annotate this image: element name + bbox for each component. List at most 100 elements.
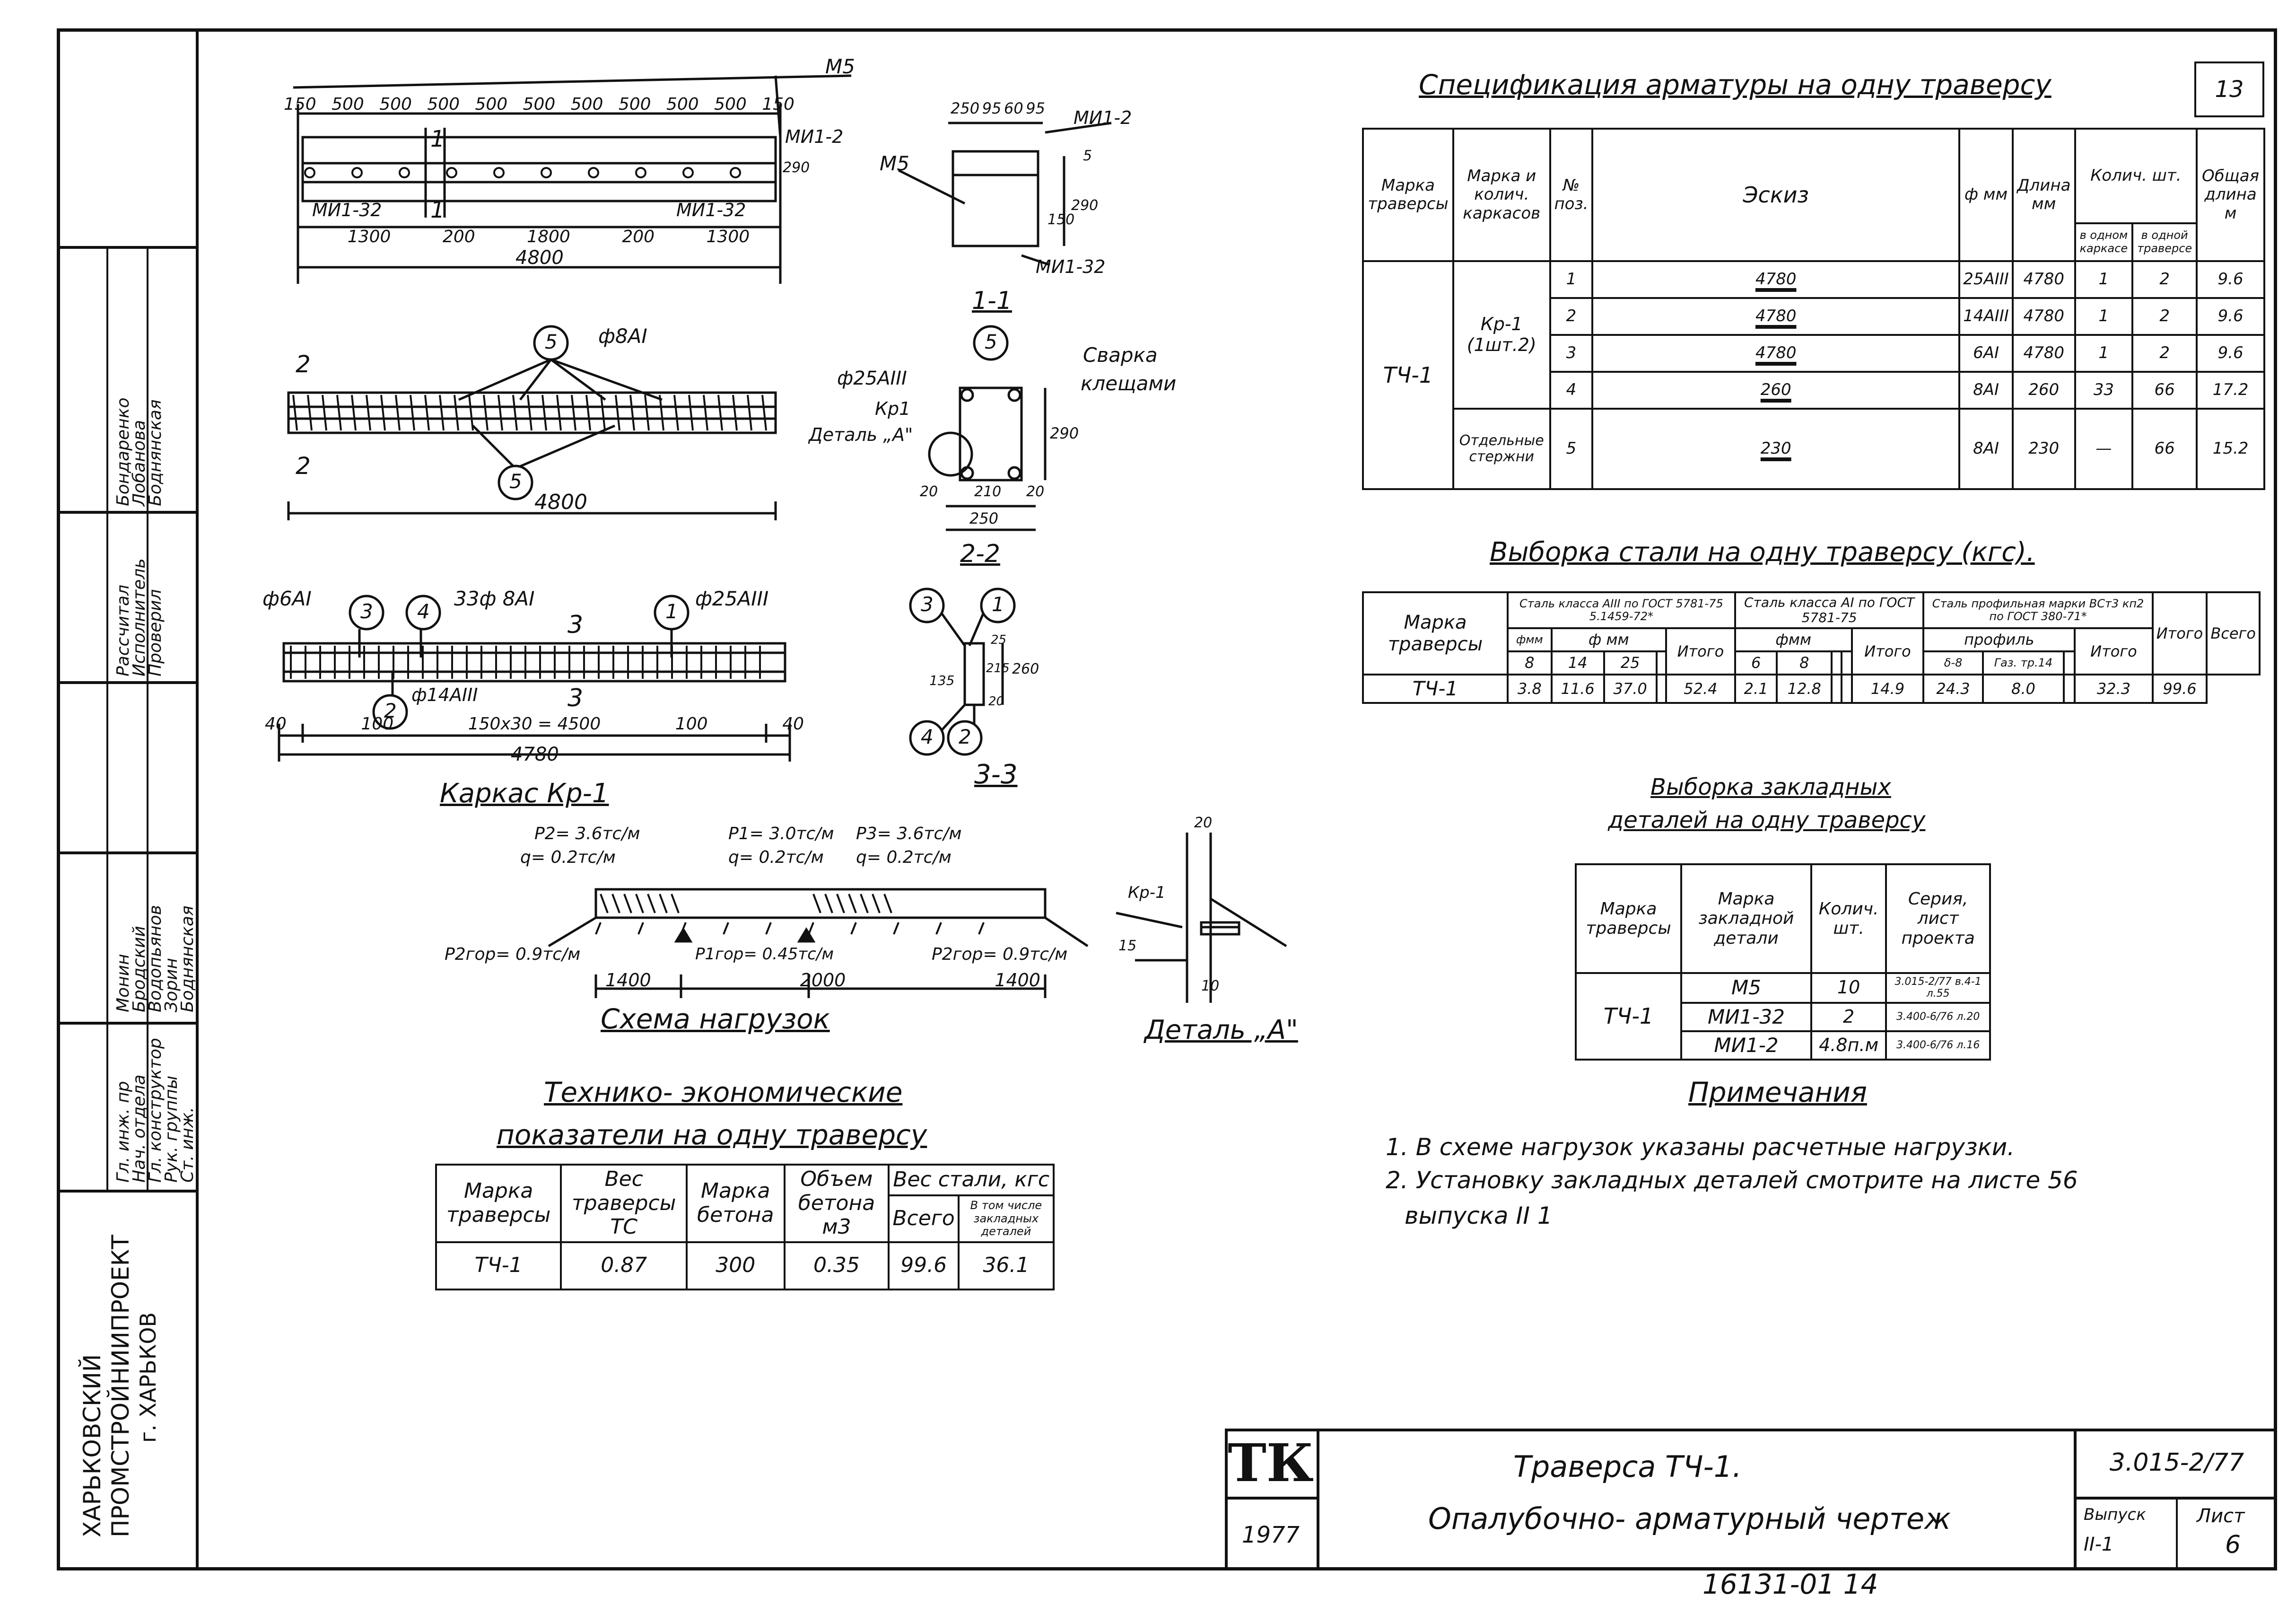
steel-col-g2	[1841, 650, 1853, 675]
stirrup-tick	[410, 395, 415, 431]
beam-top-dim: 150	[762, 95, 794, 114]
sec2-detail: Деталь „А"	[809, 424, 913, 445]
tep-h-weight: Вес траверсы ТС	[560, 1164, 688, 1243]
spec-h-dia: ф мм	[1958, 128, 2014, 262]
sec2-mark-5: 5	[985, 330, 997, 353]
tep-title1: Технико- экономические	[544, 1076, 903, 1108]
load-hatch	[824, 894, 833, 913]
spec-dia: 6АI	[1958, 334, 2014, 373]
spec-pos: 1	[1549, 260, 1594, 299]
beam-dim-290: 290	[783, 159, 810, 176]
steel-val-g2: 12.8	[1776, 673, 1833, 704]
sec3-135: 135	[929, 673, 955, 688]
beam-label-mi132b: МИ1-32	[676, 200, 746, 220]
stirrup-tick	[541, 395, 547, 431]
spec-inframe: —	[2074, 408, 2134, 490]
beam-top-dim: 500	[523, 95, 556, 114]
beam-top-dim: 500	[570, 95, 603, 114]
stirrup-tick	[498, 395, 503, 431]
note-2: 2. Установку закладных деталей смотрите …	[1386, 1167, 2078, 1194]
issue-value: II-1	[2084, 1534, 2114, 1555]
embedded-table: Марка траверсы Марка закладной детали Ко…	[1574, 863, 1991, 1061]
spec-dia: 8АI	[1958, 371, 2014, 410]
steel-val-g1: 11.6	[1550, 673, 1605, 704]
spec-sketch: 4780	[1591, 260, 1961, 299]
spec-inframe: 33	[2074, 371, 2134, 410]
spec-len: 230	[2011, 408, 2076, 490]
cage-plan-phi8: ф8АI	[598, 325, 647, 348]
beam-top-dim: 500	[475, 95, 508, 114]
cage-dim: 100	[675, 714, 708, 734]
tep-h-steel-total: Всего	[888, 1194, 960, 1243]
detA-kr: Кр-1	[1128, 883, 1166, 902]
load-hatch-bottom	[850, 922, 857, 935]
load-hatch	[812, 894, 821, 913]
steel-table: Марка траверсы Сталь класса АIII по ГОСТ…	[1362, 591, 2261, 704]
stirrup-tick	[673, 395, 679, 431]
stirrup-tick	[512, 395, 518, 431]
spec-h-frame: Марка и колич. каркасов	[1452, 128, 1551, 262]
stirrup-tick	[644, 395, 650, 431]
cage-dim: 150х30 = 4500	[468, 714, 601, 734]
load-hatch-bottom	[723, 922, 729, 935]
cage-title: Каркас Кр-1	[440, 778, 609, 809]
tep-h-concrete: Марка бетона	[686, 1164, 786, 1243]
load-hatch	[659, 894, 668, 913]
spec-inframe: 1	[2074, 260, 2134, 299]
stirrup-tick	[761, 395, 767, 431]
sec2-290: 290	[1050, 424, 1079, 442]
spec-total: 9.6	[2196, 260, 2265, 299]
load-hatch-bottom	[637, 922, 644, 935]
spec-len: 4780	[2011, 260, 2076, 299]
stamp-divider	[57, 511, 199, 514]
tep-title2: показатели на одну траверсу	[497, 1119, 927, 1151]
spec-sketch: 4780	[1591, 297, 1961, 336]
beam-top-dim: 500	[427, 95, 460, 114]
bottom-code: 16131-01 14	[1702, 1568, 1878, 1600]
stamp-col	[106, 246, 108, 1190]
spec-h-brand: Марка траверсы	[1362, 128, 1454, 262]
cage-cut3b: 3	[567, 684, 584, 712]
load-hatch	[848, 894, 857, 913]
stamp-divider	[57, 1190, 199, 1193]
beam-lower-dim: 1800	[527, 227, 570, 246]
steel-val-g2	[1831, 673, 1843, 704]
beam-cut-1b: 1	[430, 197, 445, 223]
page-number: 13	[2194, 61, 2264, 117]
cage-dim: 100	[361, 714, 394, 734]
sec2-weld1: Сварка	[1083, 343, 1158, 367]
stirrup-tick	[703, 395, 708, 431]
steel-col-g2	[1831, 650, 1843, 675]
steel-itogo2: Итого	[1851, 627, 1925, 675]
tep-table: Марка траверсы Вес траверсы ТС Марка бет…	[435, 1163, 1055, 1290]
sec3-mark-2	[947, 720, 983, 756]
year: 1977	[1225, 1500, 1319, 1570]
emb-series: 3.015-2/77 в.4-1 л.55	[1885, 972, 1991, 1004]
sec1-mi12: МИ1-2	[1074, 107, 1132, 128]
beam-cut-1: 1	[430, 126, 445, 152]
steel-h-grand: Всего	[2206, 591, 2261, 675]
steel-val-g1: 37.0	[1603, 673, 1658, 704]
beam-label-m5: M5	[825, 55, 855, 78]
mark-5-text: 5	[545, 330, 558, 353]
load-q3: q= 0.2тс/м	[856, 848, 952, 867]
spec-total: 9.6	[2196, 297, 2265, 336]
spec-h-qty: Колич. шт.	[2074, 128, 2198, 224]
beam-top-dim: 500	[618, 95, 651, 114]
embedded-title2: деталей на одну траверсу	[1608, 807, 1926, 833]
beam-top-dim: 150	[284, 95, 316, 114]
load-hatch	[872, 894, 881, 913]
sec2-250: 250	[969, 509, 999, 527]
spec-table: Марка траверсы Марка и колич. каркасов №…	[1362, 128, 2265, 490]
steel-itogo3: Итого	[2074, 627, 2154, 675]
title-block	[1225, 1429, 2277, 1570]
load-hatch	[860, 894, 869, 913]
tep-value: 300	[686, 1241, 786, 1290]
stirrup-tick	[527, 395, 533, 431]
load-dim: 1400	[995, 970, 1040, 991]
stirrup-tick	[395, 395, 401, 431]
issue-label: Выпуск	[2084, 1505, 2146, 1524]
sec3-mark-3: 3	[921, 593, 934, 616]
spec-pos: 2	[1549, 297, 1594, 336]
